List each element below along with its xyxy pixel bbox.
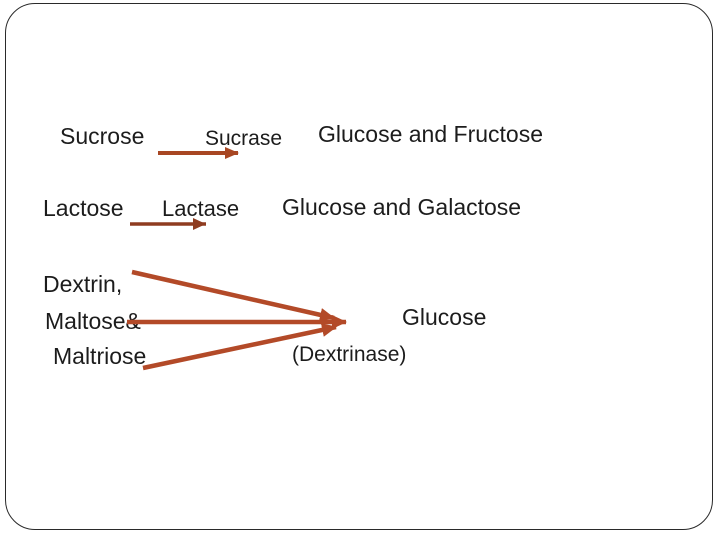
substrate-sucrose: Sucrose: [60, 123, 145, 149]
substrate-maltose: Maltose&: [45, 308, 141, 334]
enzyme-lactase: Lactase: [162, 196, 240, 221]
substrate-lactose: Lactose: [43, 195, 124, 221]
products-glucose: Glucose: [402, 304, 487, 330]
substrate-maltriose: Maltriose: [53, 343, 147, 369]
slide-border: [5, 3, 713, 530]
substrate-dextrin: Dextrin,: [43, 271, 123, 297]
enzyme-dextrinase: (Dextrinase): [292, 343, 407, 366]
enzyme-sucrase: Sucrase: [205, 127, 283, 150]
products-glucose-galactose: Glucose and Galactose: [282, 194, 522, 220]
products-glucose-fructose: Glucose and Fructose: [318, 121, 544, 147]
